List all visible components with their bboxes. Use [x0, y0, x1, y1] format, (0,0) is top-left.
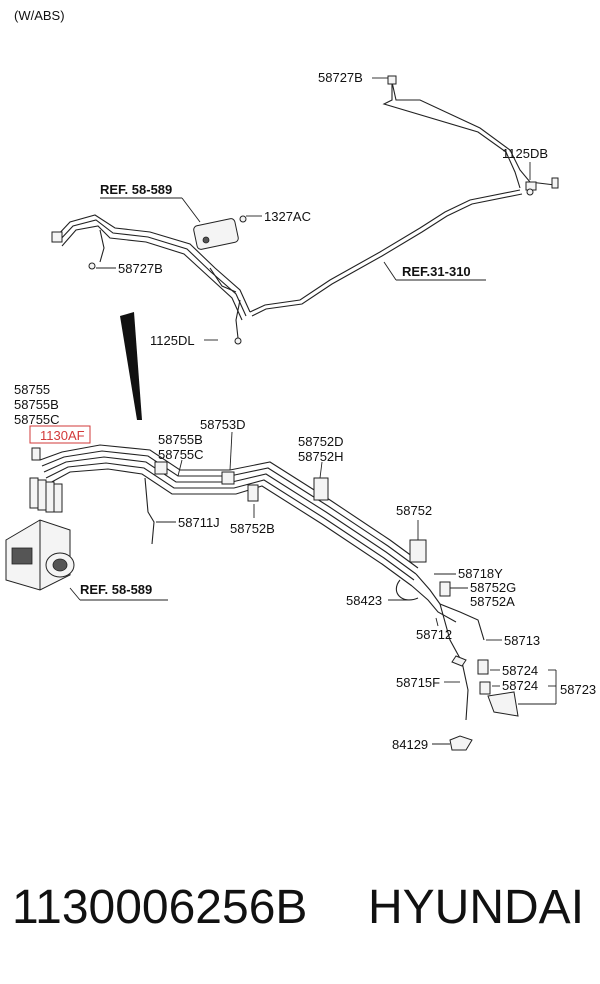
- label-58712: 58712: [416, 627, 452, 642]
- label-58755B-left: 58755B: [14, 397, 59, 412]
- variant-label: (W/ABS): [14, 8, 65, 23]
- brand-name: HYUNDAI: [368, 881, 585, 934]
- hose-58715F-icon: [451, 655, 467, 667]
- line-clip-icon: [551, 177, 559, 189]
- clip-58755B-icon: [154, 461, 168, 475]
- line-clip-icon: [387, 75, 397, 85]
- clip-58752B-icon: [247, 484, 259, 502]
- label-ref-31-310: REF.31-310: [402, 264, 471, 279]
- bolt-icon: [234, 337, 242, 345]
- label-58723: 58723: [560, 682, 596, 697]
- highlight-box-1130AF: [29, 425, 91, 444]
- label-58727B-top: 58727B: [318, 70, 363, 85]
- label-1327AC: 1327AC: [264, 209, 311, 224]
- label-1130AF: 1130AF: [40, 428, 85, 443]
- bracket-58723-icon: [487, 691, 519, 717]
- label-58753D: 58753D: [200, 417, 246, 432]
- assembly-link-arrow: [120, 312, 142, 420]
- abs-hydraulic-unit-icon: [5, 519, 75, 591]
- lower-brake-line-assembly: [5, 444, 519, 751]
- label-58724-b: 58724: [502, 678, 538, 693]
- bolt-icon: [88, 262, 96, 270]
- label-58711J: 58711J: [178, 515, 220, 530]
- label-58752A: 58752A: [470, 594, 515, 609]
- label-58423: 58423: [346, 593, 382, 608]
- upper-brake-line-assembly: [51, 75, 559, 345]
- label-58755B-mid: 58755B: [158, 432, 203, 447]
- label-58713: 58713: [504, 633, 540, 648]
- bolt-icon: [526, 188, 534, 196]
- clip-58753D-icon: [221, 471, 235, 485]
- label-58755: 58755: [14, 382, 50, 397]
- label-58752: 58752: [396, 503, 432, 518]
- clip-58752-icon: [409, 539, 427, 563]
- clip-58724-icon: [477, 659, 489, 675]
- clip-58724-icon: [479, 681, 491, 695]
- hcu-line-fittings-icon: [29, 447, 63, 513]
- label-58752D: 58752D: [298, 434, 344, 449]
- line-fitting-icon: [51, 231, 63, 243]
- gasket-84129-icon: [449, 735, 473, 751]
- label-58752B: 58752B: [230, 521, 275, 536]
- label-58752H: 58752H: [298, 449, 344, 464]
- part-number: 1130006256B: [12, 881, 308, 934]
- label-1125DB: 1125DB: [502, 146, 548, 161]
- label-58715F: 58715F: [396, 675, 440, 690]
- leader-lines: [69, 77, 557, 745]
- label-58755C-left: 58755C: [14, 412, 60, 427]
- label-58752G: 58752G: [470, 580, 516, 595]
- clip-58752D-icon: [313, 477, 329, 501]
- label-84129: 84129: [392, 737, 428, 752]
- label-58755C-mid: 58755C: [158, 447, 204, 462]
- abs-sensor-module-icon: [193, 215, 247, 250]
- label-58724-a: 58724: [502, 663, 538, 678]
- label-ref-58-589-bottom: REF. 58-589: [80, 582, 152, 597]
- label-58718Y: 58718Y: [458, 566, 503, 581]
- label-1125DL: 1125DL: [150, 333, 195, 348]
- part-footer: 1130006256B HYUNDAI: [0, 880, 600, 950]
- clip-58752G-icon: [439, 581, 451, 597]
- label-ref-58-589-top: REF. 58-589: [100, 182, 172, 197]
- label-58727B-mid: 58727B: [118, 261, 163, 276]
